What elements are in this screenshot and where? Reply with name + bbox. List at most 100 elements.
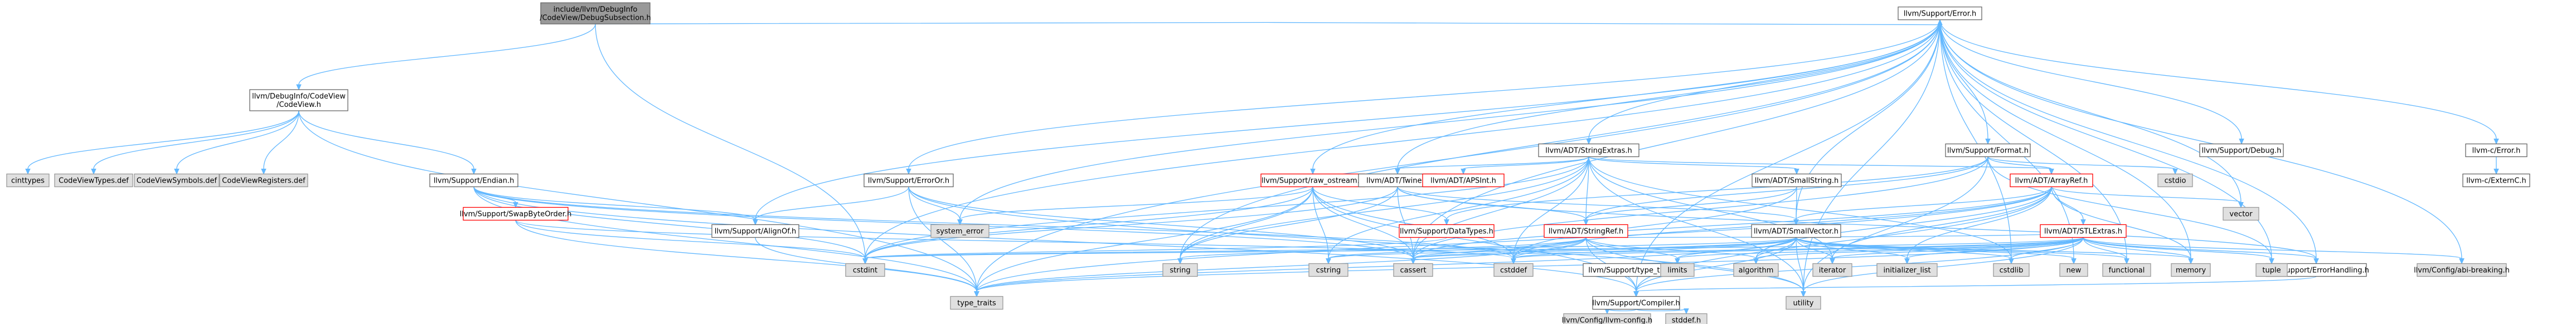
edge-erroror-to-system_error	[908, 186, 963, 225]
header-node-cvtypes[interactable]: CodeViewTypes.def	[54, 173, 133, 188]
node-box	[2040, 224, 2127, 238]
node-label: llvm/Support/DataTypes.h	[1400, 228, 1493, 236]
node-label: llvm/Support/Format.h	[1947, 147, 2029, 155]
edge-raw_ostream-to-cstring	[1312, 186, 1331, 264]
header-node-debug[interactable]: llvm/Support/Debug.h	[2199, 143, 2284, 158]
header-node-cstdio[interactable]: cstdio	[2157, 173, 2193, 188]
header-node-errorhandling[interactable]: llvm/Support/ErrorHandling.h	[2263, 263, 2369, 277]
edge-format-to-datatypes	[1444, 156, 1988, 225]
node-box	[2171, 263, 2211, 277]
header-node-format[interactable]: llvm/Support/Format.h	[1945, 143, 2031, 158]
header-node-llvmconfig[interactable]: llvm/Config/llvm-config.h	[1562, 313, 1652, 324]
header-node-memory[interactable]: memory	[2171, 263, 2211, 277]
header-node-system-error[interactable]: system_error	[930, 224, 989, 238]
header-node-subsection[interactable]: include/llvm/DebugInfo/CodeView/DebugSub…	[540, 2, 651, 24]
node-box	[1308, 263, 1348, 277]
header-node-cvsymbols[interactable]: CodeViewSymbols.def	[134, 173, 220, 188]
edge-error-to-twine	[1395, 19, 1941, 175]
node-box	[2102, 263, 2151, 277]
edge-error-to-type_traits	[974, 19, 1941, 297]
header-node-new[interactable]: new	[2059, 263, 2088, 277]
node-box	[2059, 263, 2088, 277]
header-node-abibreaking[interactable]: llvm/Config/abi-breaking.h	[2414, 263, 2510, 277]
edge-stlextras-to-errorhandling	[2083, 237, 2319, 264]
node-label: llvm/Support/AlignOf.h	[715, 228, 797, 236]
edge-error-to-c_error	[1939, 19, 2499, 145]
node-box	[2465, 143, 2528, 158]
header-node-endian[interactable]: llvm/Support/Endian.h	[429, 173, 518, 188]
edge-c_error-to-externc	[2493, 156, 2499, 175]
edge-error-to-stringextras	[1586, 19, 1941, 145]
header-node-initializer-list[interactable]: initializer_list	[1876, 263, 1938, 277]
node-label: llvm/Config/abi-breaking.h	[2414, 267, 2510, 275]
node-box	[54, 173, 133, 188]
node-label: llvm/Support/Error.h	[1904, 10, 1977, 18]
header-node-smallstring[interactable]: llvm/ADT/SmallString.h	[1752, 173, 1842, 188]
header-node-cstdlib[interactable]: cstdlib	[1993, 263, 2030, 277]
header-node-utility[interactable]: utility	[1786, 296, 1821, 310]
node-box	[1538, 143, 1639, 158]
node-label: llvm/ADT/Twine.h	[1366, 177, 1429, 185]
header-node-smallvector[interactable]: llvm/ADT/SmallVector.h	[1751, 224, 1841, 238]
edge-codeview-to-cvsymbols	[174, 110, 299, 175]
node-box	[1422, 173, 1505, 188]
header-node-c-error[interactable]: llvm-c/Error.h	[2465, 143, 2528, 158]
header-node-raw-ostream[interactable]: llvm/Support/raw_ostream.h	[1260, 173, 1365, 188]
edge-error-to-abibreaking	[1939, 19, 2465, 264]
node-label: functional	[2109, 267, 2145, 275]
header-node-error[interactable]: llvm/Support/Error.h	[1898, 6, 1982, 21]
node-label: llvm/Support/Endian.h	[434, 177, 515, 185]
header-node-type-traits[interactable]: type_traits	[950, 296, 1003, 310]
header-node-iterator[interactable]: iterator	[1812, 263, 1852, 277]
header-node-alignof[interactable]: llvm/Support/AlignOf.h	[711, 224, 799, 238]
edge-smallvector-to-iterator	[1796, 237, 1835, 264]
header-node-cinttypes[interactable]: cinttypes	[6, 173, 50, 188]
node-box	[1993, 263, 2030, 277]
node-box	[1493, 263, 1534, 277]
node-box	[134, 173, 220, 188]
header-node-string[interactable]: string	[1162, 263, 1198, 277]
header-node-twine[interactable]: llvm/ADT/Twine.h	[1358, 173, 1437, 188]
node-box	[2255, 263, 2288, 277]
header-node-externc[interactable]: llvm-c/ExternC.h	[2462, 173, 2530, 188]
header-node-swapbyte[interactable]: llvm/Support/SwapByteOrder.h	[460, 207, 572, 221]
node-label: type_traits	[957, 300, 996, 308]
header-node-apsint[interactable]: llvm/ADT/APSInt.h	[1422, 173, 1505, 188]
header-node-stlextras[interactable]: llvm/ADT/STLExtras.h	[2040, 224, 2127, 238]
header-node-cstddef[interactable]: cstddef	[1493, 263, 1534, 277]
edge-stringextras-to-apsint	[1461, 156, 1589, 175]
header-node-codeview[interactable]: llvm/DebugInfo/CodeView/CodeView.h	[249, 89, 348, 111]
node-label: llvm/ADT/SmallString.h	[1755, 177, 1838, 185]
header-node-compiler[interactable]: llvm/Support/Compiler.h	[1592, 296, 1680, 310]
header-node-arrayref[interactable]: llvm/ADT/ArrayRef.h	[2010, 173, 2093, 188]
edge-codeview-to-cinttypes	[25, 110, 299, 175]
header-node-functional[interactable]: functional	[2102, 263, 2151, 277]
header-node-stddef[interactable]: stddef.h	[1665, 313, 1707, 324]
header-node-cstring[interactable]: cstring	[1308, 263, 1348, 277]
node-box	[2462, 173, 2530, 188]
edge-stlextras-to-tuple	[2083, 237, 2274, 264]
node-label: llvm/Support/SwapByteOrder.h	[460, 210, 572, 219]
node-label: cstdint	[853, 267, 877, 275]
header-node-stringextras[interactable]: llvm/ADT/StringExtras.h	[1538, 143, 1639, 158]
edge-stlextras-to-algorithm	[1753, 237, 2084, 264]
node-box	[845, 263, 885, 277]
edge-compiler-to-stddef	[1636, 308, 1689, 315]
header-node-tuple[interactable]: tuple	[2255, 263, 2288, 277]
header-node-stringref[interactable]: llvm/ADT/StringRef.h	[1544, 224, 1628, 238]
node-box	[1752, 173, 1842, 188]
edge-error-to-alignof	[753, 19, 1941, 225]
node-box	[950, 296, 1003, 310]
header-node-limits[interactable]: limits	[1660, 263, 1695, 277]
header-node-datatypes[interactable]: llvm/Support/DataTypes.h	[1399, 224, 1495, 238]
header-node-vector[interactable]: vector	[2223, 207, 2259, 221]
node-label: llvm/Config/llvm-config.h	[1562, 317, 1652, 324]
edge-subsection-to-error	[595, 19, 1943, 26]
header-node-erroror[interactable]: llvm/Support/ErrorOr.h	[863, 173, 954, 188]
header-node-cvregisters[interactable]: CodeViewRegisters.def	[219, 173, 308, 188]
node-label: llvm-c/ExternC.h	[2466, 177, 2526, 185]
header-node-algorithm[interactable]: algorithm	[1733, 263, 1779, 277]
header-node-cassert[interactable]: cassert	[1393, 263, 1433, 277]
edge-codeview-to-cvregisters	[261, 110, 299, 175]
header-node-cstdint[interactable]: cstdint	[845, 263, 885, 277]
